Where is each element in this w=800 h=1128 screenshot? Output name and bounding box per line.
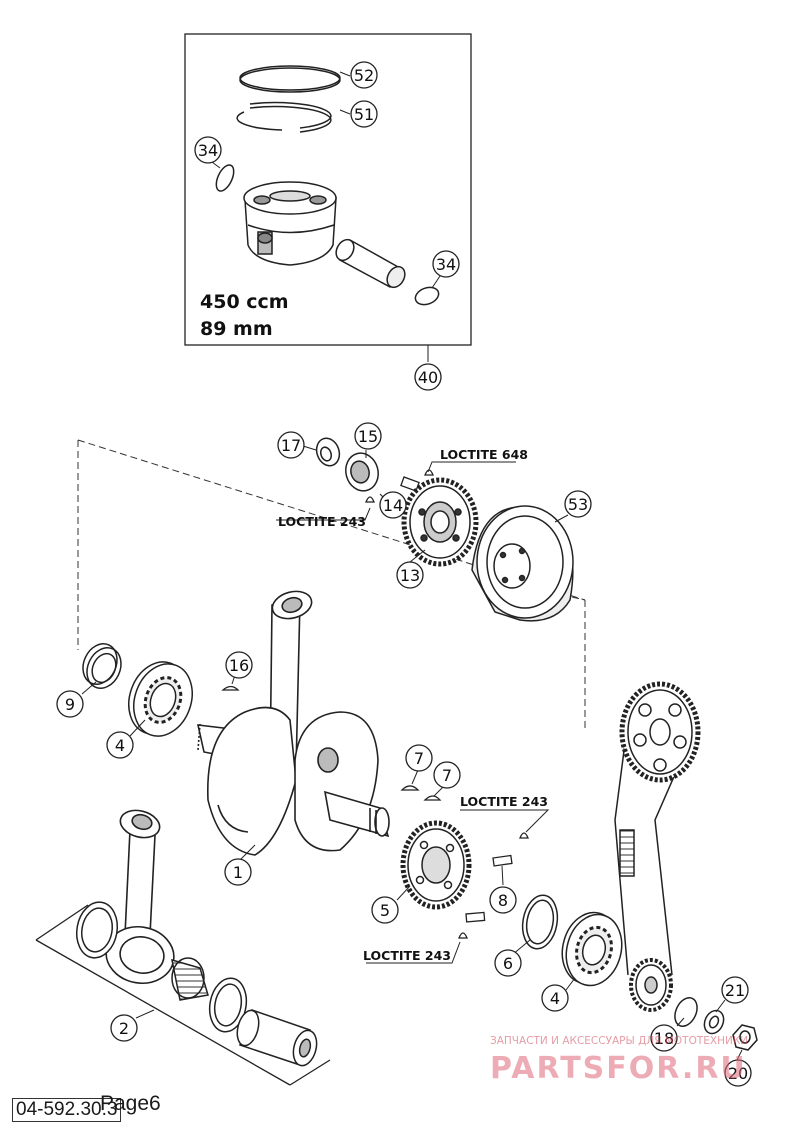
kit-specs: 450 ccm 89 mm	[200, 291, 289, 340]
woodruff-keys-7	[400, 785, 442, 801]
loctite-labels: LOCTITE 648 LOCTITE 243 LOCTITE 243 LOCT…	[278, 447, 548, 963]
camshaft-sprocket	[619, 681, 701, 783]
callout-circle	[277, 431, 305, 459]
kit-bore: 89 mm	[200, 318, 273, 340]
callout-circle	[106, 731, 134, 759]
callout-circle	[224, 858, 252, 886]
bearing-15	[345, 452, 379, 492]
callout-circle	[350, 100, 378, 128]
callout-number: 2	[119, 1019, 129, 1038]
washer-21	[703, 1009, 725, 1035]
callout-circle	[354, 422, 382, 450]
leader-lines	[81, 71, 743, 1063]
main-bearing-left	[128, 661, 193, 737]
circlip-lower	[414, 286, 440, 306]
callout-number: 17	[281, 436, 301, 455]
woodruff-key-16	[221, 685, 240, 691]
callout-circle	[396, 561, 424, 589]
callout-number: 21	[725, 981, 745, 1000]
callout-circle	[225, 651, 253, 679]
conrod-kit-frame	[35, 904, 331, 1086]
bearing-17	[315, 437, 341, 467]
callout-circle	[432, 250, 460, 278]
document-reference: 04-592.30.3	[12, 1098, 122, 1122]
watermark-brand: PARTSFOR.RU	[490, 1051, 747, 1086]
callout-number: 34	[198, 141, 218, 160]
callout-circle	[379, 491, 407, 519]
callout-number: 34	[436, 255, 456, 274]
callout-circle	[350, 61, 378, 89]
callout-number: 4	[550, 989, 560, 1008]
shaft-seal-9	[82, 643, 122, 689]
loctite-label: LOCTITE 243	[363, 948, 451, 963]
balancer-gear-13	[401, 477, 479, 567]
callout-number: 7	[414, 749, 424, 768]
callout-circle	[110, 1014, 138, 1042]
piston-ring-51	[236, 101, 332, 133]
callout-number: 20	[728, 1064, 748, 1083]
gear-bolt-lower	[458, 911, 486, 939]
conrod	[105, 809, 175, 984]
thrust-washer-right	[208, 977, 248, 1033]
piston-pin	[335, 238, 406, 289]
thrust-washer-6	[521, 894, 559, 950]
callout-number: 5	[380, 901, 390, 920]
callout-circle	[650, 1024, 678, 1052]
callout-circle	[494, 949, 522, 977]
piston-ring-52	[239, 65, 341, 93]
callout-number: 6	[503, 954, 513, 973]
callout-number: 14	[383, 496, 403, 515]
callout-number: 18	[654, 1029, 674, 1048]
crank-pin	[236, 1009, 318, 1067]
callout-number: 7	[442, 766, 452, 785]
balancer-weight-53	[471, 505, 574, 622]
needle-bearing	[171, 957, 209, 1001]
callout-number: 4	[115, 736, 125, 755]
callout-number: 40	[418, 368, 438, 387]
callout-circle	[724, 1059, 752, 1087]
crank-sprocket	[629, 958, 673, 1012]
main-bearing-right	[561, 911, 623, 987]
callout-circle	[371, 896, 399, 924]
callout-circle	[564, 490, 592, 518]
thrust-washer-left	[75, 901, 119, 959]
callout-number: 16	[229, 656, 249, 675]
callout-circle	[56, 690, 84, 718]
loctite-label: LOCTITE 243	[278, 514, 366, 529]
callout-number: 52	[354, 66, 374, 85]
circlip-18	[674, 997, 698, 1027]
watermark-tagline: ЗАПЧАСТИ И АКСЕССУАРЫ ДЛЯ МОТОТЕХНИКИ	[490, 1035, 748, 1047]
callout-number: 15	[358, 427, 378, 446]
callout-number: 1	[233, 863, 243, 882]
callout-circle	[414, 363, 442, 391]
callout-circle	[541, 984, 569, 1012]
page-label: Page6	[100, 1092, 161, 1115]
callout-number: 53	[568, 495, 588, 514]
circlip-upper	[215, 164, 235, 192]
callout-number: 51	[354, 105, 374, 124]
callout-number: 13	[400, 566, 420, 585]
callout-circle	[721, 976, 749, 1004]
loctite-label: LOCTITE 648	[440, 447, 528, 462]
piston	[243, 181, 337, 266]
callout-circle	[489, 886, 517, 914]
callout-number: 9	[65, 695, 75, 714]
callout-circle	[405, 744, 433, 772]
crankshaft	[196, 590, 390, 856]
primary-gear-5	[400, 820, 472, 910]
gear-bolt-8	[492, 832, 529, 867]
loctite-label: LOCTITE 243	[460, 794, 548, 809]
watermark: ЗАПЧАСТИ И АКСЕССУАРЫ ДЛЯ МОТОТЕХНИКИ PA…	[490, 1035, 748, 1086]
callout-circle	[194, 136, 222, 164]
nut-20	[732, 1024, 758, 1051]
callout-number: 8	[498, 891, 508, 910]
kit-displacement: 450 ccm	[200, 291, 289, 313]
woodruff-key-14	[365, 496, 375, 503]
callout-circle	[433, 761, 461, 789]
